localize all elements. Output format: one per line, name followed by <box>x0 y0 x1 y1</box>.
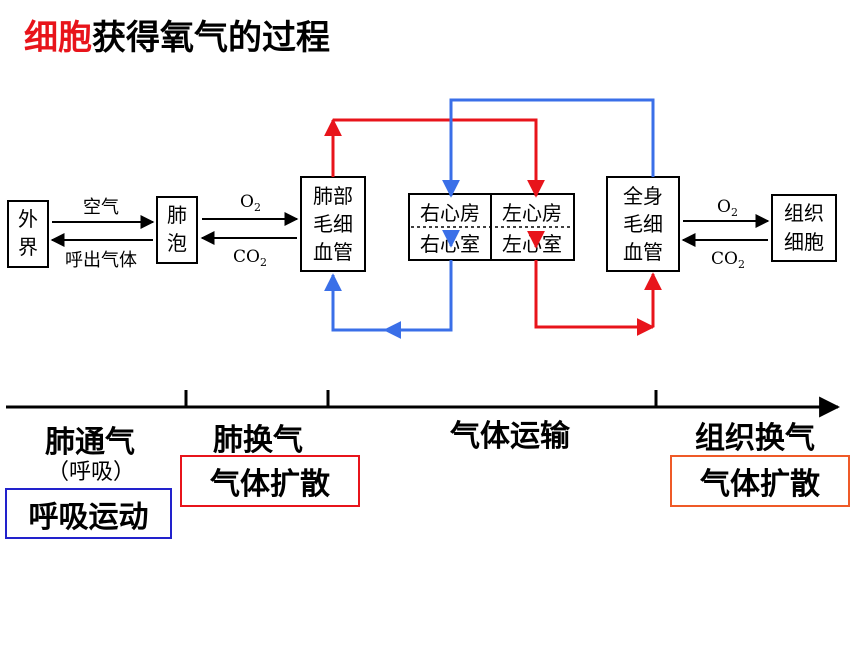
tissue-diffusion-box: 气体扩散 <box>670 455 850 507</box>
stage-lung-exchange: 肺换气 <box>213 423 303 458</box>
svg-text:肺: 肺 <box>167 203 187 227</box>
lung-exchange-arrows: O2 CO2 <box>200 192 299 269</box>
svg-text:细胞: 细胞 <box>784 230 824 254</box>
air-exchange-arrows: 空气 呼出气体 <box>50 197 155 271</box>
svg-text:毛细: 毛细 <box>623 212 663 236</box>
svg-text:全身: 全身 <box>623 184 663 208</box>
stage-lung-ventilation: 肺通气 <box>45 425 135 460</box>
left-ventricle: 左心室 <box>502 232 562 256</box>
svg-text:血管: 血管 <box>313 240 353 264</box>
svg-text:血管: 血管 <box>623 240 663 264</box>
co2-label-tissue: CO2 <box>711 249 745 271</box>
co2-label-lung: CO2 <box>233 247 267 269</box>
lung-diffusion-box: 气体扩散 <box>180 455 360 507</box>
page-title: 细胞获得氧气的过程 <box>24 10 330 59</box>
o2-label-lung: O2 <box>240 192 261 214</box>
svg-text:组织: 组织 <box>784 201 824 225</box>
outside-box: 外 界 <box>7 200 49 268</box>
stage-breathing-paren: （呼吸） <box>46 460 135 485</box>
svg-text:毛细: 毛细 <box>313 212 353 236</box>
svg-text:外: 外 <box>18 207 38 231</box>
gas-out-label: 呼出气体 <box>65 250 137 271</box>
tissue-cell-box: 组织 细胞 <box>771 194 837 262</box>
right-atrium: 右心房 <box>420 201 480 225</box>
title-rest: 获得氧气的过程 <box>92 18 330 58</box>
red-blood-path <box>324 118 662 336</box>
stage-gas-transport: 气体运输 <box>450 419 570 454</box>
svg-text:界: 界 <box>18 235 38 259</box>
left-atrium: 左心房 <box>502 201 562 225</box>
breathing-movement-box: 呼吸运动 <box>5 488 172 539</box>
lung-capillary-box: 肺部 毛细 血管 <box>300 176 366 272</box>
svg-text:肺部: 肺部 <box>313 184 353 208</box>
o2-label-tissue: O2 <box>717 197 738 219</box>
blue-blood-path <box>324 98 655 339</box>
body-capillary-box: 全身 毛细 血管 <box>606 176 680 272</box>
tissue-exchange-arrows: O2 CO2 <box>681 197 770 271</box>
air-in-label: 空气 <box>83 197 119 218</box>
stage-tissue-exchange: 组织换气 <box>695 421 815 456</box>
alveolus-box: 肺 泡 <box>156 196 198 264</box>
stage-timeline <box>6 390 841 418</box>
heart-box: 右心房 左心房 右心室 左心室 <box>408 193 575 261</box>
title-highlight: 细胞 <box>24 18 92 58</box>
svg-text:泡: 泡 <box>167 231 187 255</box>
